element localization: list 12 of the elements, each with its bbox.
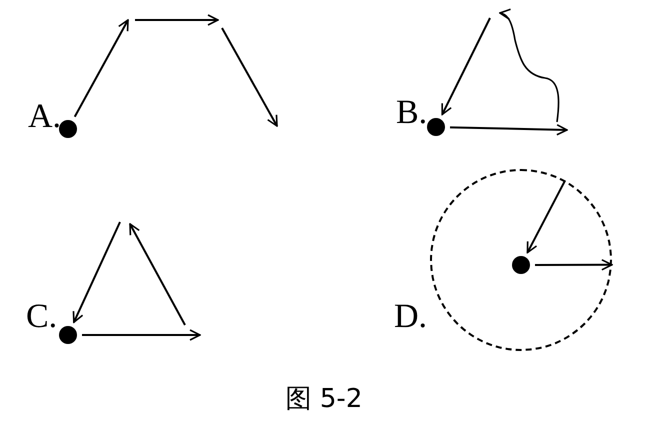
arrow <box>526 180 566 254</box>
arrow <box>450 124 568 136</box>
arrow <box>72 222 121 324</box>
arrow <box>535 259 613 271</box>
option-label: C. <box>26 300 58 334</box>
option-label: B. <box>396 96 428 130</box>
option-label: A. <box>28 100 62 134</box>
arrow <box>82 329 201 341</box>
arrow <box>74 19 129 118</box>
option-label: D. <box>394 300 428 334</box>
figure-caption: 图 5-2 <box>284 386 364 412</box>
arrow <box>441 18 491 116</box>
